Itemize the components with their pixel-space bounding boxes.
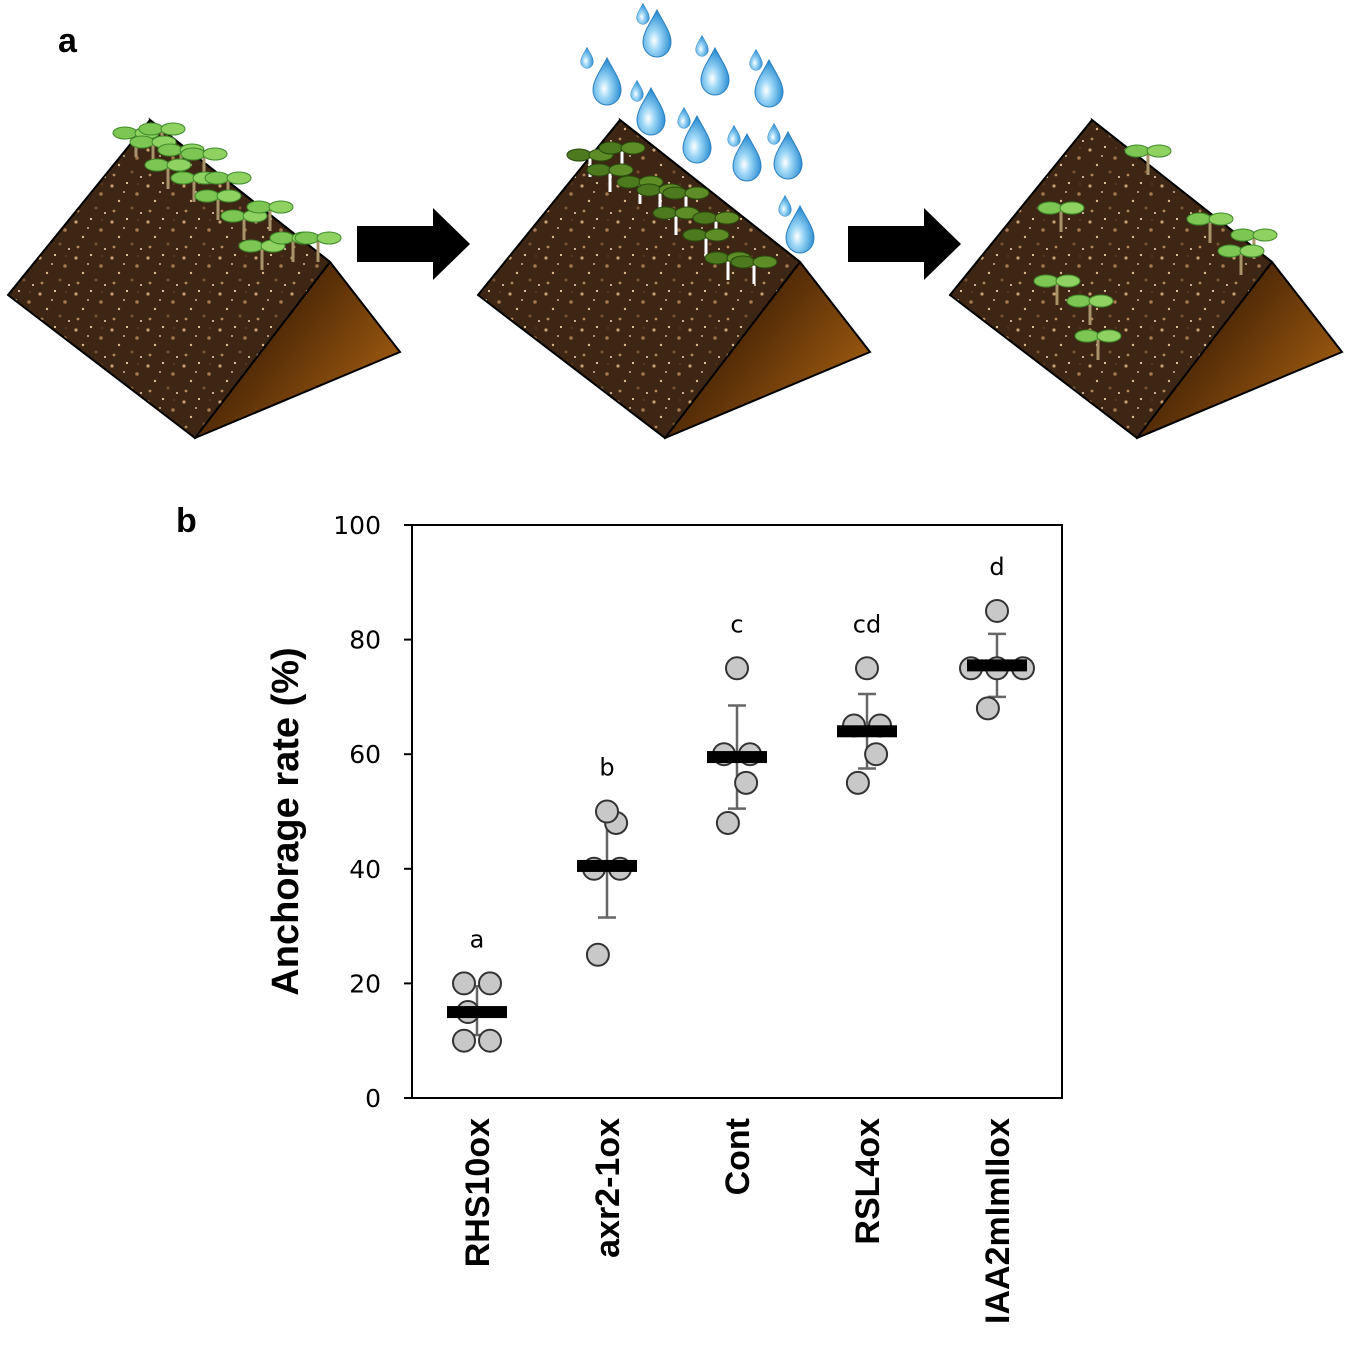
data-point: [715, 810, 740, 835]
y-tick-label: 100: [333, 511, 381, 540]
anchorage-chart: 0 20 40 60 80 100 RHS10ox axr2-1ox Cont RSL4ox IA…: [265, 511, 1063, 1324]
data-group: b: [577, 754, 637, 967]
chart-marks: a b c cd d: [447, 553, 1035, 1053]
soil-ridge-icon: [477, 2, 871, 439]
mean-bar: [837, 725, 897, 738]
mean-bar: [577, 859, 637, 872]
data-group: a: [447, 925, 507, 1053]
data-point: [985, 598, 1009, 623]
soil-ridge-icon: [949, 119, 1343, 439]
data-point: [478, 1028, 502, 1053]
x-tick-label: RSL4ox: [849, 1118, 887, 1245]
soil-ridge-icon: [7, 119, 401, 439]
x-tick-label: IAA2mImIIox: [979, 1118, 1017, 1324]
arrow-right-icon: [848, 208, 961, 280]
y-tick-label: 0: [365, 1084, 381, 1113]
y-tick-label: 80: [349, 626, 381, 655]
data-point: [585, 942, 610, 967]
arrow-right-icon: [357, 208, 470, 280]
data-point: [845, 770, 870, 795]
significance-letter: c: [730, 610, 743, 638]
data-point: [864, 742, 889, 767]
data-point: [855, 656, 879, 681]
y-tick-label: 40: [349, 855, 381, 884]
data-group: cd: [837, 610, 897, 795]
mean-bar: [967, 659, 1027, 672]
y-tick-label: 20: [349, 969, 381, 998]
experiment-illustration: [7, 2, 1343, 439]
y-tick-label: 60: [349, 740, 381, 769]
x-tick-label: axr2-1ox: [589, 1118, 627, 1258]
data-point: [478, 971, 502, 996]
panel-a-label: a: [58, 22, 77, 60]
plot-frame: [411, 524, 1063, 1099]
data-point: [452, 971, 476, 996]
data-point: [452, 1028, 476, 1053]
x-tick-label: RHS10ox: [459, 1118, 497, 1267]
panel-b-label: b: [176, 502, 197, 540]
significance-letter: cd: [853, 610, 881, 638]
significance-letter: a: [470, 925, 485, 953]
data-point: [734, 770, 759, 795]
data-point: [725, 656, 749, 681]
data-point: [975, 696, 1000, 721]
data-group: d: [959, 553, 1035, 721]
y-axis-title: Anchorage rate (%): [265, 647, 307, 995]
significance-letter: d: [989, 553, 1004, 581]
x-tick-label: Cont: [719, 1118, 757, 1195]
data-point: [595, 799, 619, 824]
mean-bar: [447, 1006, 507, 1019]
mean-bar: [707, 751, 767, 764]
significance-letter: b: [599, 754, 614, 782]
data-group: c: [707, 610, 767, 835]
y-axis: 0 20 40 60 80 100: [333, 511, 412, 1113]
x-axis: RHS10ox axr2-1ox Cont RSL4ox IAA2mImIIox: [459, 1118, 1017, 1324]
